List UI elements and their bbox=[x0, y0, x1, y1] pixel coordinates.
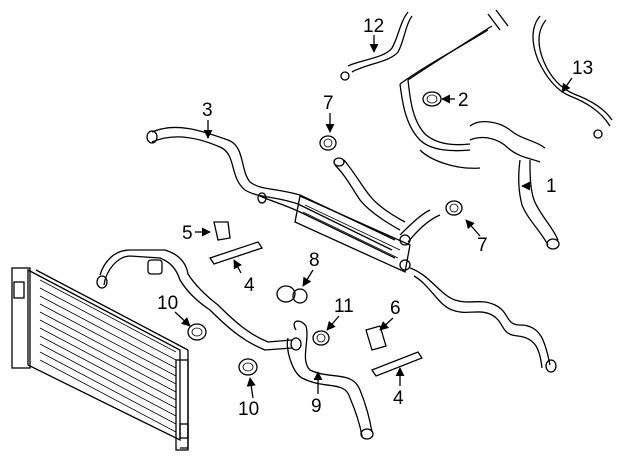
callout-labels: 1 2 3 4 4 5 6 7 7 8 9 10 10 11 12 13 bbox=[157, 16, 593, 420]
clamp-part-8 bbox=[276, 285, 308, 304]
callout-10-lower: 10 bbox=[238, 399, 259, 420]
callout-10-upper: 10 bbox=[157, 293, 178, 314]
line-part-13 bbox=[532, 15, 613, 139]
leader-lines bbox=[174, 35, 573, 399]
callout-4-right: 4 bbox=[393, 388, 404, 409]
bracket-part-5 bbox=[213, 221, 231, 241]
bracket-part-4-left bbox=[208, 241, 264, 265]
hose-part-3 bbox=[146, 126, 396, 259]
callout-9: 9 bbox=[311, 396, 322, 417]
callout-11: 11 bbox=[334, 296, 354, 317]
line-part-12 bbox=[340, 11, 413, 81]
bracket-part-6 bbox=[365, 325, 387, 351]
bracket-part-4-right bbox=[371, 351, 423, 377]
callout-8: 8 bbox=[309, 250, 320, 271]
hose-part-10 bbox=[96, 249, 302, 351]
callout-13: 13 bbox=[572, 58, 593, 79]
clamp-part-7-upper bbox=[319, 135, 337, 151]
callout-5: 5 bbox=[182, 223, 193, 244]
callout-4-left: 4 bbox=[244, 275, 255, 296]
callout-1: 1 bbox=[546, 176, 557, 197]
hose-part-9 bbox=[286, 320, 374, 440]
callout-2: 2 bbox=[458, 90, 469, 111]
hose-part-1 bbox=[419, 120, 560, 250]
callout-6: 6 bbox=[390, 298, 401, 319]
clamp-part-11 bbox=[312, 330, 330, 346]
hose-upper-center bbox=[333, 157, 441, 243]
callout-7-upper: 7 bbox=[323, 93, 334, 114]
transmission-cooler bbox=[294, 195, 411, 273]
callout-3: 3 bbox=[202, 100, 213, 121]
callout-12: 12 bbox=[363, 16, 384, 37]
hose-right-lower bbox=[409, 267, 557, 373]
radiator bbox=[11, 267, 189, 451]
callout-7-right: 7 bbox=[477, 235, 488, 256]
clamp-part-2 bbox=[422, 91, 442, 107]
hose-upper-long bbox=[399, 9, 509, 152]
clamp-part-7-right bbox=[445, 200, 463, 216]
clamp-part-10-lower bbox=[238, 358, 258, 376]
clamp-part-10-upper bbox=[187, 323, 207, 341]
